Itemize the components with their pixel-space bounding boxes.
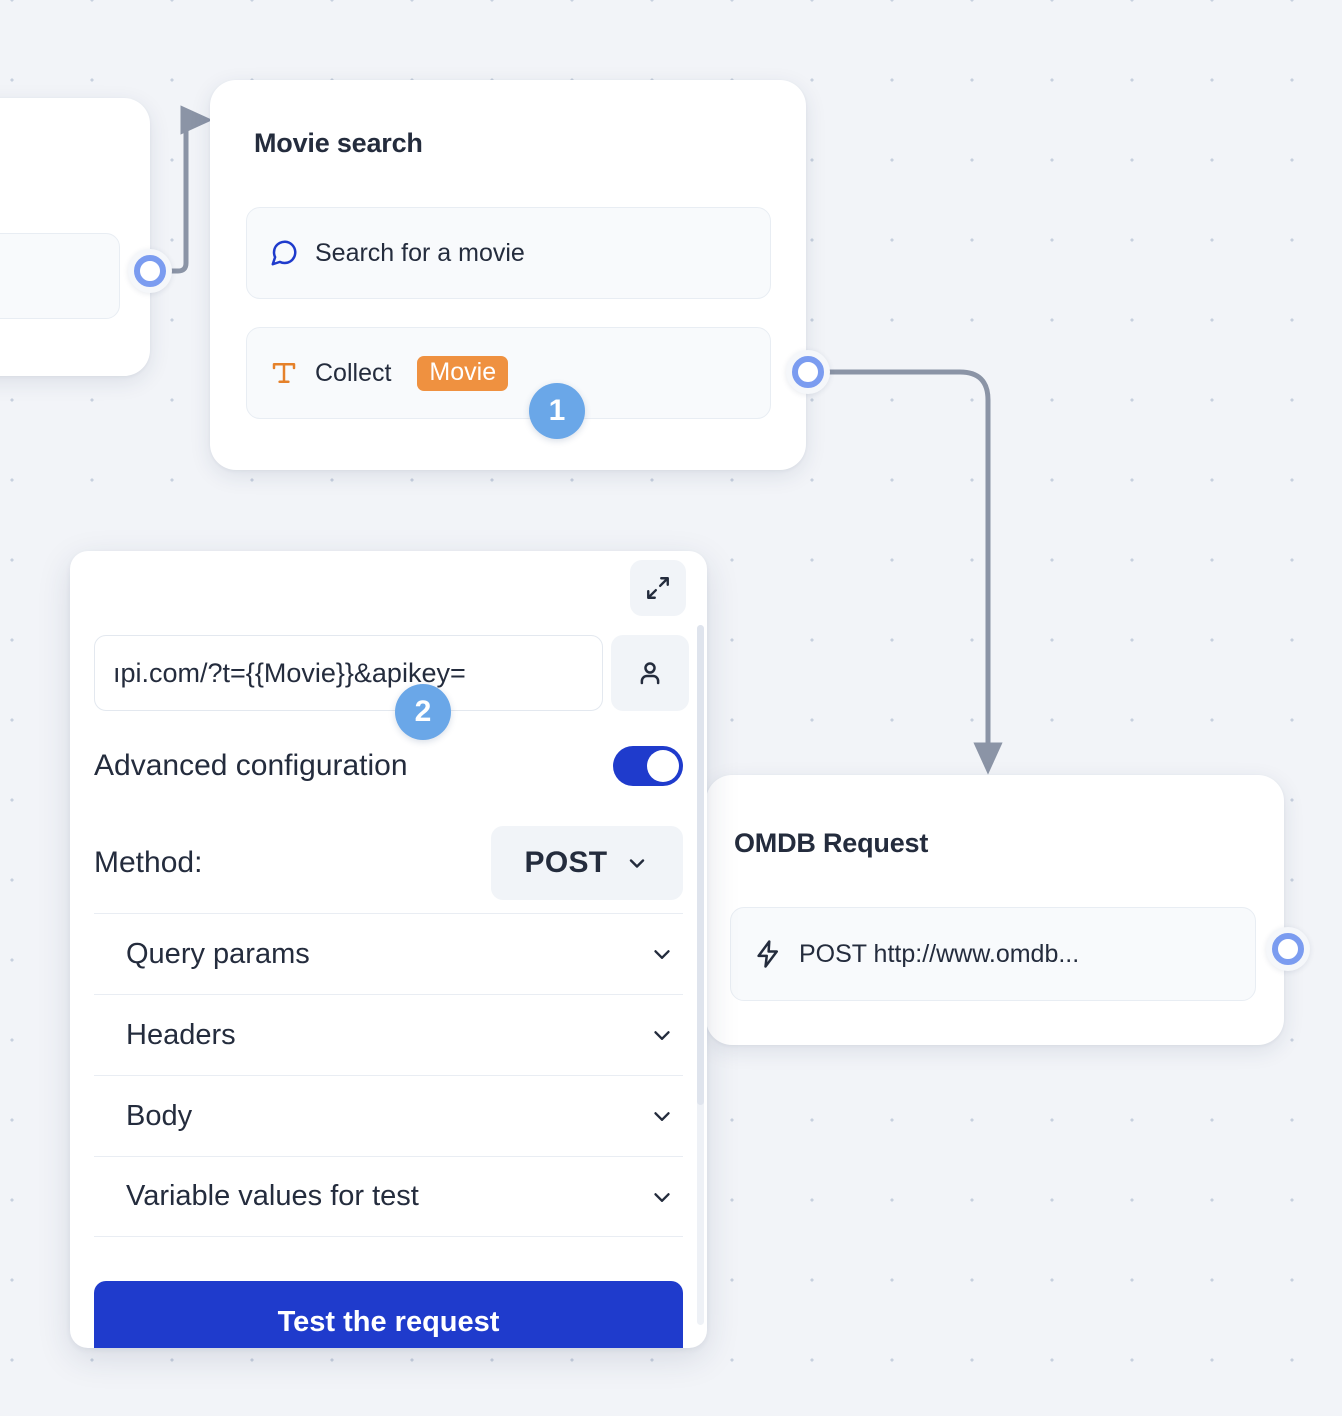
test-the-request-button[interactable]: Test the request [94,1281,683,1348]
advanced-configuration-row: Advanced configuration [94,746,683,786]
node-row-collect-movie[interactable]: Collect Movie [246,327,771,419]
partial-node-row [0,233,120,319]
lightning-bolt-icon [753,939,783,969]
expand-panel-button[interactable] [630,560,686,616]
edge-left-to-movie-search [165,105,213,274]
accordion-item-headers[interactable]: Headers [94,994,683,1075]
accordion-item-body[interactable]: Body [94,1075,683,1156]
chevron-down-icon [649,1184,675,1210]
method-select[interactable]: POST [491,826,683,900]
advanced-configuration-label: Advanced configuration [94,749,408,782]
speech-bubble-icon [269,238,299,268]
accordion-label: Body [126,1099,193,1132]
step-badge-1: 1 [529,383,585,439]
step-badge-2: 2 [395,684,451,740]
panel-scrollbar[interactable] [697,625,704,1325]
person-icon [635,658,665,688]
authorization-button[interactable] [611,635,689,711]
node-row-label: Search for a movie [315,238,525,267]
chevron-down-icon [649,1103,675,1129]
method-label: Method: [94,846,203,879]
text-t-icon [269,358,299,388]
node-row-label: POST http://www.omdb... [799,939,1080,968]
accordion-item-variable-values-for-test[interactable]: Variable values for test [94,1156,683,1237]
node-row-label: Collect [315,358,392,387]
node-partial-left[interactable] [0,98,150,376]
panel-scrollbar-thumb[interactable] [697,625,704,1105]
method-value: POST [524,846,608,879]
accordion-label: Headers [126,1018,236,1051]
request-config-panel[interactable]: Advanced configuration Method: POST Quer… [70,551,707,1348]
node-movie-search[interactable]: Movie search Search for a movie Collect … [210,80,806,470]
variable-chip-movie[interactable]: Movie [417,355,509,391]
port-output-partial-node[interactable] [128,249,172,293]
chevron-down-icon [649,941,675,967]
node-row-search-for-a-movie[interactable]: Search for a movie [246,207,771,299]
node-row-post-request[interactable]: POST http://www.omdb... [730,907,1256,1001]
accordion-item-query-params[interactable]: Query params [94,913,683,994]
node-title-movie-search: Movie search [254,128,423,158]
node-omdb-request[interactable]: OMDB Request POST http://www.omdb... [706,775,1284,1045]
request-accordion: Query params Headers Body [94,913,683,1237]
method-row: Method: POST [94,826,683,900]
chevron-down-icon [649,1022,675,1048]
accordion-label: Query params [126,937,310,970]
expand-diagonal-icon [645,575,671,601]
edge-movie-search-to-omdb [825,369,1003,775]
accordion-label: Variable values for test [126,1180,419,1212]
advanced-configuration-toggle[interactable] [613,746,683,786]
port-output-movie-search[interactable] [786,350,830,394]
port-output-omdb-request[interactable] [1266,927,1310,971]
url-input[interactable] [94,635,603,711]
chevron-down-icon [625,851,649,875]
url-field-group[interactable] [94,635,689,711]
node-title-omdb-request: OMDB Request [734,828,929,858]
